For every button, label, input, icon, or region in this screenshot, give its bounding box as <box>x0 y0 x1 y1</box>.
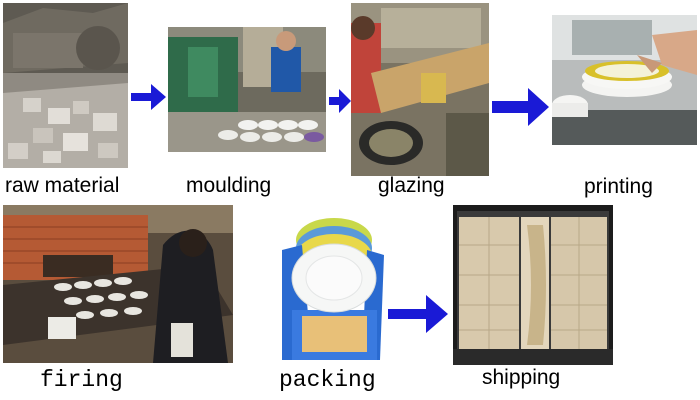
step-label-glazing: glazing <box>378 174 445 197</box>
raw-material-photo <box>3 3 128 168</box>
step-label-moulding: moulding <box>186 174 272 197</box>
arrow-right-icon <box>329 88 351 114</box>
step-label-shipping: shipping <box>482 366 561 389</box>
arrow-right-icon <box>388 292 448 336</box>
shipping-photo <box>453 205 613 365</box>
step-label-raw-material: raw material <box>5 174 120 197</box>
moulding-photo <box>168 27 326 152</box>
step-label-firing: firing <box>40 367 123 393</box>
packing-photo <box>272 210 384 360</box>
step-label-printing: printing <box>584 175 653 198</box>
arrow-right-icon <box>492 85 549 129</box>
glazing-photo <box>351 3 489 176</box>
arrow-right-icon <box>131 82 166 112</box>
printing-photo <box>552 15 697 145</box>
firing-photo <box>3 205 233 363</box>
step-label-packing: packing <box>279 367 376 393</box>
